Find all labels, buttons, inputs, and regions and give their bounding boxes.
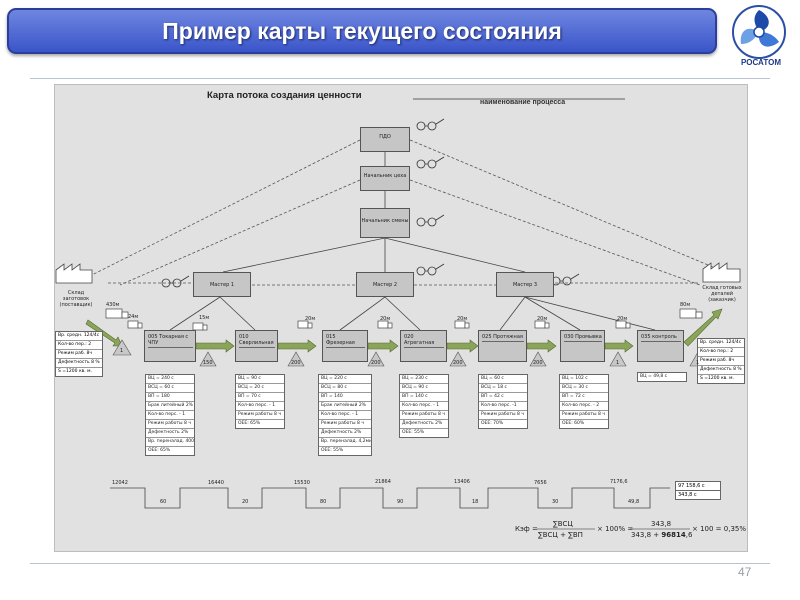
inventory-4: 200 xyxy=(453,360,463,366)
timeline-work: 18 xyxy=(472,499,479,505)
distance-2: 15м xyxy=(199,315,210,321)
distance-1: 24м xyxy=(128,314,139,320)
master3-box: Мастер 3 xyxy=(496,272,554,297)
inventory-2: 200 xyxy=(291,360,301,366)
distance-6: 20м xyxy=(537,316,548,322)
process-box: 030 Промывка xyxy=(560,330,605,362)
formula-mult: × 100% = xyxy=(597,525,634,533)
process-box: 025 Протяжная xyxy=(478,330,527,362)
distance-7: 20м xyxy=(617,316,628,322)
distance-in: 430м xyxy=(106,302,120,308)
inventory-1: 150 xyxy=(203,360,213,366)
distance-4: 20м xyxy=(380,316,391,322)
distance-out: 80м xyxy=(680,302,691,308)
formula-result: × 100 = 0,35% xyxy=(692,525,747,533)
process-box: 020 Агрегатная xyxy=(400,330,447,362)
formula-denominator-2: 343,8 + 96814,6 xyxy=(631,531,693,539)
process-box: 010 Сверлильная xyxy=(235,330,278,362)
map-title: Карта потока создания ценности xyxy=(207,90,362,101)
master1-box: Мастер 1 xyxy=(193,272,251,297)
process-box: 015 Фрезерная xyxy=(322,330,368,362)
formula-numerator-2: 343,8 xyxy=(651,520,672,528)
process-box: 035 контроль xyxy=(637,330,684,362)
process-info-box: ВЦ = 49,8 с xyxy=(637,372,687,382)
bottom-divider xyxy=(30,563,770,564)
top-divider xyxy=(30,78,770,79)
pdo-to-in-dashed xyxy=(81,139,361,281)
distance-5: 20м xyxy=(457,316,468,322)
inventory-7: 1 xyxy=(696,360,700,366)
logo-text: РОСАТОМ xyxy=(741,58,781,67)
pdo-box: ПДО xyxy=(360,127,410,152)
map-subtitle: наименование процесса xyxy=(480,99,566,106)
timeline-total-work: 343,8 с xyxy=(675,490,721,500)
formula-lhs: Кэф = xyxy=(515,525,538,533)
inventory-0: 1 xyxy=(120,348,124,354)
inventory-3: 200 xyxy=(371,360,381,366)
timeline-wait: 13406 xyxy=(454,479,470,485)
timeline-work: 49,8 xyxy=(628,499,640,505)
head-shop-box: Начальник цеха xyxy=(360,166,410,191)
slide-title: Пример карты текущего состояния xyxy=(162,18,562,44)
timeline-wait: 15530 xyxy=(294,480,310,486)
timeline-work: 90 xyxy=(397,499,404,505)
formula-numerator: ∑ВСЦ xyxy=(553,520,573,528)
formula-denominator: ∑ВСЦ + ∑ВП xyxy=(538,531,583,539)
page-number: 47 xyxy=(738,565,752,579)
distance-3: 20м xyxy=(305,316,316,322)
title-banner: Пример карты текущего состояния xyxy=(7,8,717,54)
inventory-6: 1 xyxy=(616,360,620,366)
timeline-wait: 12042 xyxy=(112,480,128,486)
warehouse-in-label: Склад заготовок (поставщик) xyxy=(59,290,93,308)
process-box: 005 Токарная с ЧПУ xyxy=(144,330,196,362)
timeline-wait: 7176,6 xyxy=(610,479,628,485)
timeline-work: 20 xyxy=(242,499,249,505)
head-shift-box: Начальник смены xyxy=(360,208,410,238)
rosatom-logo-icon xyxy=(732,5,786,59)
inventory-5: 200 xyxy=(533,360,543,366)
timeline-work: 60 xyxy=(160,499,167,505)
pdo-to-out-dashed xyxy=(409,139,721,271)
timeline-work: 80 xyxy=(320,499,327,505)
timeline-wait: 21864 xyxy=(375,479,391,485)
link-shift-m3 xyxy=(384,237,526,273)
master2-box: Мастер 2 xyxy=(356,272,414,297)
link-shift-m1 xyxy=(222,237,386,273)
warehouse-out-label: Склад готовых деталей (заказчик) xyxy=(702,285,742,303)
timeline-wait: 7656 xyxy=(534,480,547,486)
timeline-wait: 16440 xyxy=(208,480,224,486)
timeline-work: 30 xyxy=(552,499,559,505)
value-stream-map xyxy=(54,84,748,552)
